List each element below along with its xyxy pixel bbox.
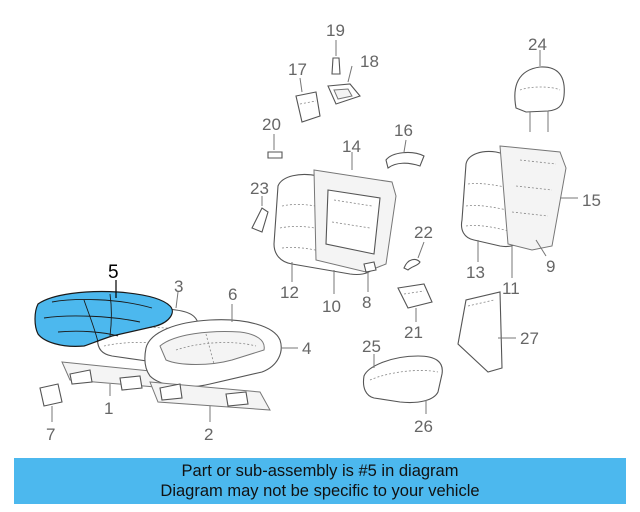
part-17-latch [295,77,321,123]
callout-6: 6 [228,285,237,304]
callout-17: 17 [288,60,307,79]
callout-9: 9 [546,257,555,276]
part-14-seatback-frame [313,152,397,273]
callout-25: 25 [362,337,381,356]
callout-13: 13 [466,263,485,282]
callout-8: 8 [362,293,371,312]
callout-23: 23 [250,179,269,198]
callout-1: 1 [104,399,113,418]
part-23-trim [251,196,269,233]
part-2-seat-frame [149,381,271,422]
part-21-latch [397,283,433,322]
callout-15: 15 [582,191,601,210]
callout-22: 22 [414,223,433,242]
callout-4: 4 [302,339,311,358]
part-4-seat-cushion [144,304,298,388]
notice-line-2: Diagram may not be specific to your vehi… [160,482,480,500]
part-16-clip [385,139,425,169]
part-18-bezel [327,65,361,105]
part-19-pin [331,40,341,75]
part-20-bolt [267,134,283,159]
callout-14: 14 [342,137,361,156]
callout-10: 10 [322,297,341,316]
callout-21: 21 [404,323,423,342]
callout-11: 11 [502,279,520,298]
callout-24: 24 [528,35,547,54]
callout-16: 16 [394,121,413,140]
part-7-cover-cap [39,383,63,422]
part-25-armrest [362,354,443,414]
callout-12: 12 [280,283,299,302]
part-22-spring [403,241,425,271]
diagram-notice-banner: Part or sub-assembly is #5 in diagram Di… [14,458,626,504]
part-27-side-panel [457,291,516,373]
part-1-seat-frame [61,361,169,396]
parts-diagram: 24 19 18 17 20 16 14 23 15 22 9 13 11 12… [34,21,601,444]
callout-18: 18 [360,52,379,71]
part-24-headrest [514,50,565,132]
part-5-seat-cushion-pad [34,280,173,347]
callout-5: 5 [108,262,119,283]
callout-26: 26 [414,417,433,436]
callout-27: 27 [520,329,539,348]
callout-3: 3 [174,277,183,296]
part-8-bracket [363,261,377,273]
callout-7: 7 [46,425,55,444]
callout-2: 2 [204,425,213,444]
part-15-back-panel [499,145,578,251]
callout-19: 19 [326,21,345,40]
notice-line-1: Part or sub-assembly is #5 in diagram [181,462,459,480]
callout-20: 20 [262,115,281,134]
